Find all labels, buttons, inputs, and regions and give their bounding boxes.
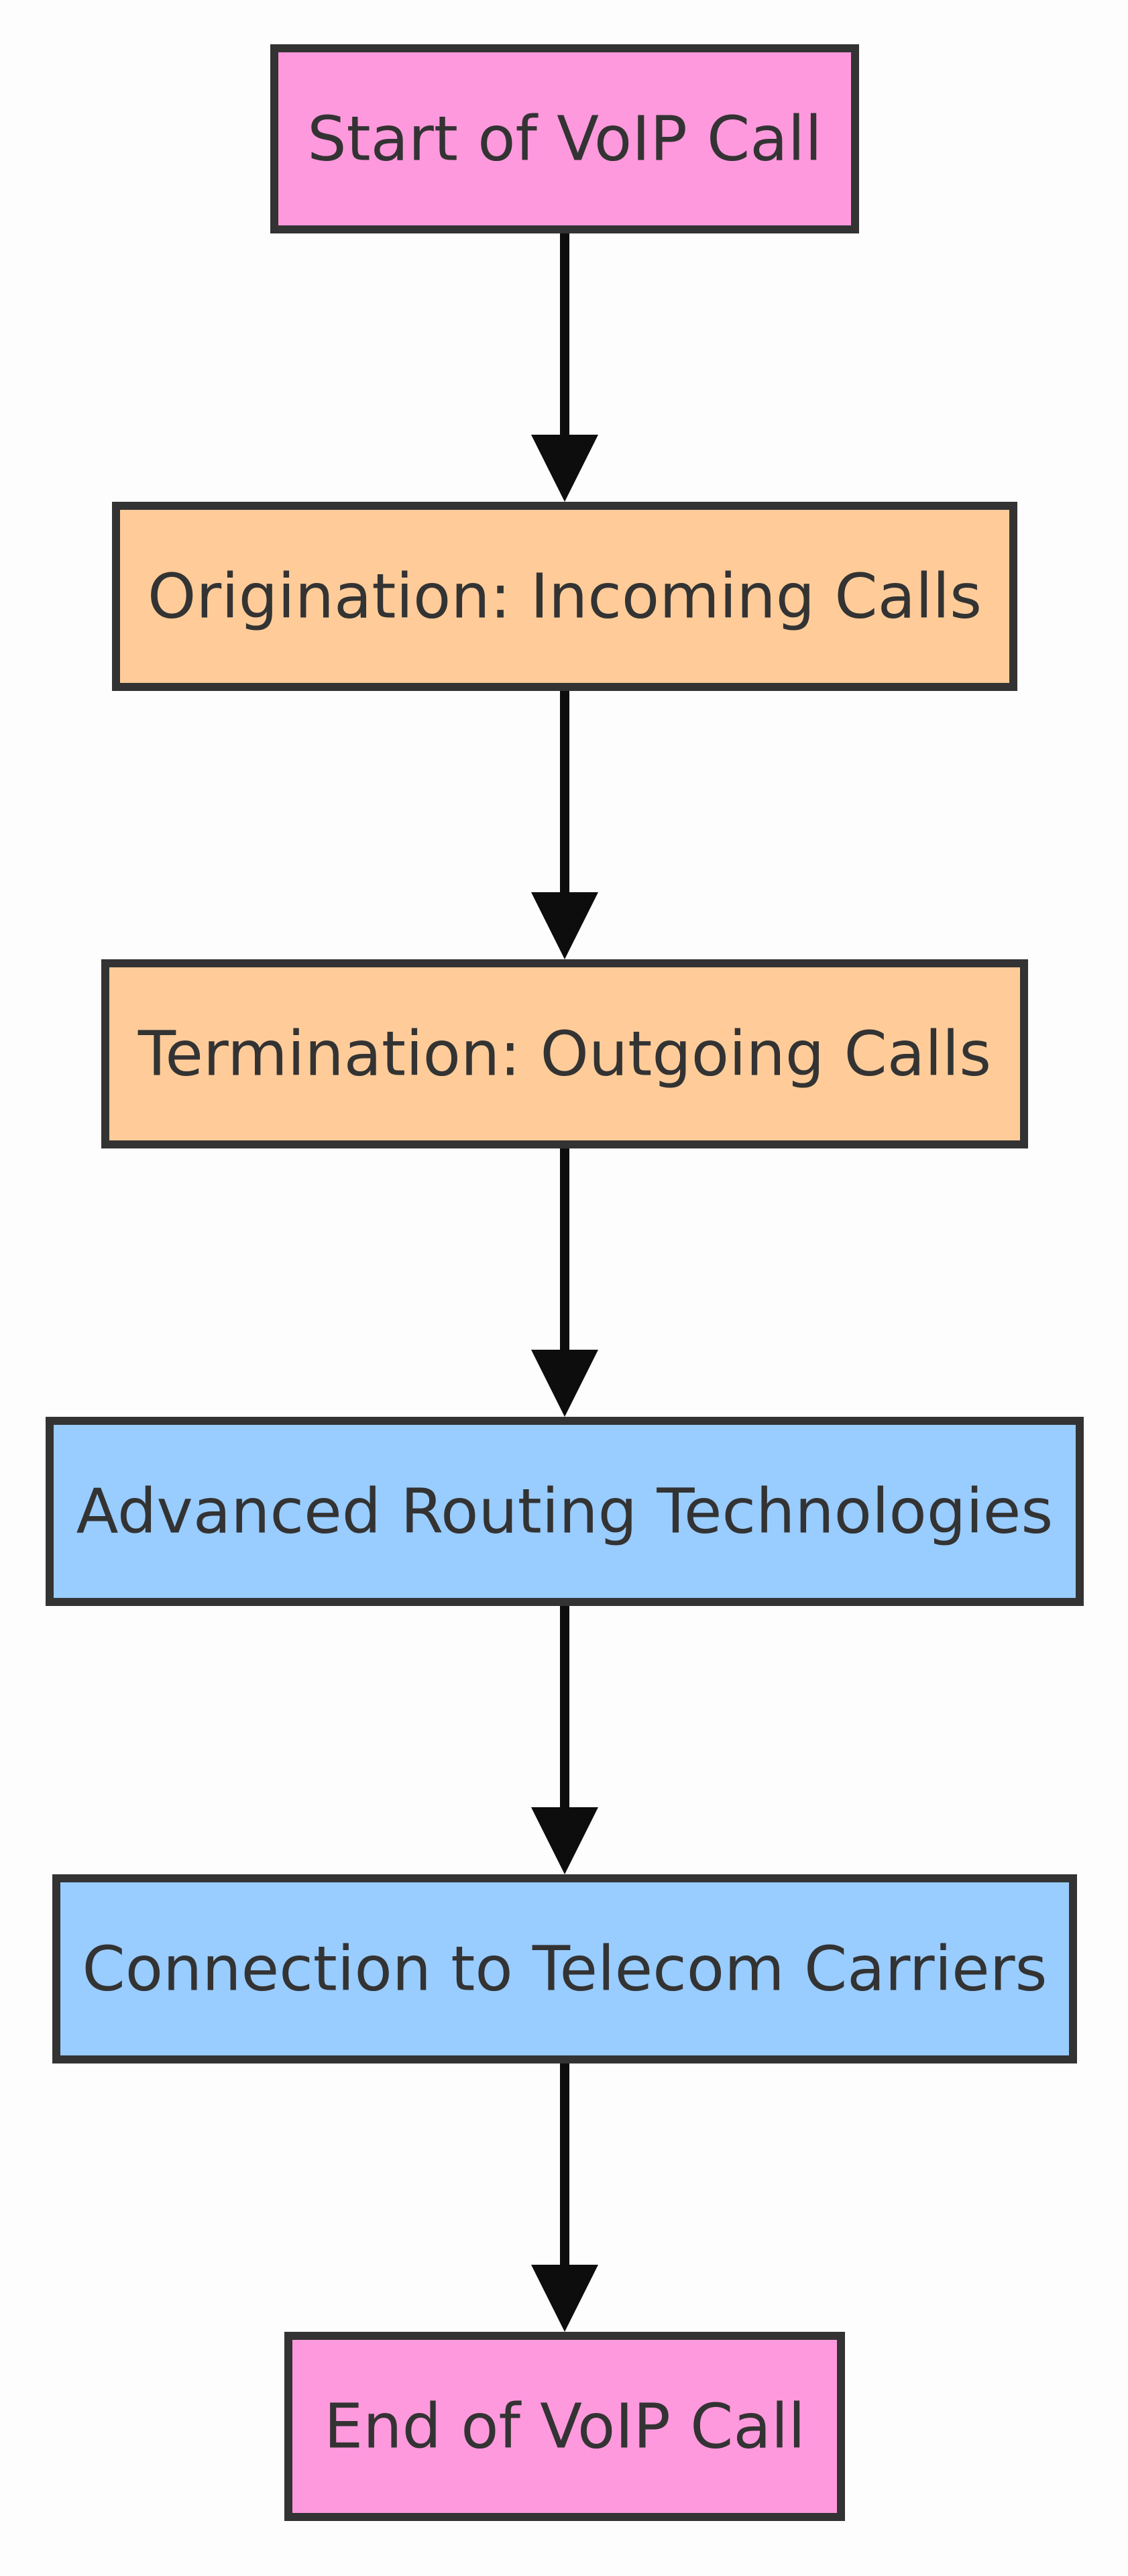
node-box xyxy=(52,1874,1077,2063)
node-start: Start of VoIP Call xyxy=(270,44,859,233)
edges-layer xyxy=(531,229,598,2332)
edge-arrow-routing-to-carriers xyxy=(531,1602,598,1874)
node-label: Start of VoIP Call xyxy=(307,103,822,175)
node-origination: Origination: Incoming Calls xyxy=(112,502,1017,691)
node-label: End of VoIP Call xyxy=(324,2391,805,2463)
node-box xyxy=(270,44,859,233)
arrowhead-icon xyxy=(531,1350,598,1417)
node-carriers: Connection to Telecom Carriers xyxy=(52,1874,1077,2063)
node-end: End of VoIP Call xyxy=(284,2332,845,2521)
edge-arrow-origination-to-termination xyxy=(531,687,598,959)
node-box xyxy=(101,959,1028,1148)
arrowhead-icon xyxy=(531,435,598,502)
edge-arrow-carriers-to-end xyxy=(531,2059,598,2332)
node-label: Connection to Telecom Carriers xyxy=(82,1933,1047,2005)
arrowhead-icon xyxy=(531,1807,598,1874)
node-box xyxy=(112,502,1017,691)
arrowhead-icon xyxy=(531,892,598,959)
node-termination: Termination: Outgoing Calls xyxy=(101,959,1028,1148)
node-box xyxy=(46,1417,1084,1606)
node-label: Origination: Incoming Calls xyxy=(148,561,982,633)
node-label: Advanced Routing Technologies xyxy=(76,1476,1054,1548)
edge-arrow-termination-to-routing xyxy=(531,1144,598,1417)
node-box xyxy=(284,2332,845,2521)
arrowhead-icon xyxy=(531,2265,598,2332)
edge-arrow-start-to-origination xyxy=(531,229,598,502)
node-label: Termination: Outgoing Calls xyxy=(137,1018,991,1090)
node-routing: Advanced Routing Technologies xyxy=(46,1417,1084,1606)
